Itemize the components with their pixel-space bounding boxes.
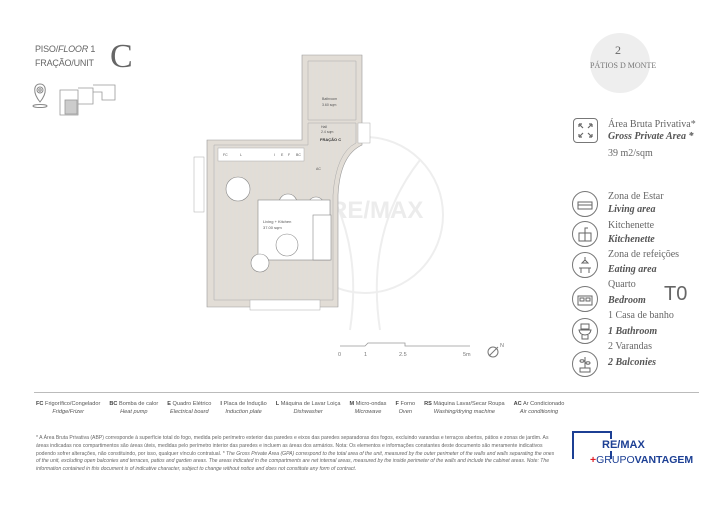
fixture-e: E <box>281 153 284 157</box>
bathroom-label: Bathroom <box>322 97 337 101</box>
dining-icon <box>572 252 598 278</box>
fixture-ac: AC <box>316 167 321 171</box>
bathroom-room <box>307 60 357 121</box>
expand-arrows-icon <box>573 118 598 143</box>
agency-group: +GRUPOVANTAGEM <box>590 454 694 466</box>
toilet-icon <box>572 318 598 344</box>
fixture-f: F <box>288 153 290 157</box>
feature-pt: Zona de refeições <box>608 249 680 260</box>
balcony-bottom <box>249 299 321 311</box>
scale-tick: 5m <box>463 352 471 358</box>
fixture-i: I <box>274 153 275 157</box>
unit-tag: FRAÇÃO C <box>320 137 341 142</box>
location-pin-icon <box>32 83 48 108</box>
balcony-left <box>193 156 205 213</box>
floor-label: PISO/FLOOR 1 <box>35 44 96 54</box>
scale-tick: 0 <box>338 352 341 358</box>
divider <box>34 392 699 393</box>
kitchen-icon <box>572 221 598 247</box>
feature-pt: 1 Casa de banho <box>608 310 674 321</box>
living-label: Living + Kitchen <box>263 219 291 224</box>
feature-en: 2 Balconies <box>608 357 657 368</box>
feature-en: Eating area <box>608 264 657 275</box>
living-area: 37.00 sqm <box>263 225 282 230</box>
scale-tick: 2.5 <box>399 352 407 358</box>
footnote: * A Área Bruta Privativa (ABP) correspon… <box>36 435 555 473</box>
brand-logo: 2 PÁTIOS D MONTE <box>590 33 656 93</box>
feature-en: Kitchenette <box>608 234 655 245</box>
feature-pt: 2 Varandas <box>608 341 652 352</box>
feature-pt: Kitchenette <box>608 220 655 231</box>
scale-tick: 1 <box>364 352 367 358</box>
brand-emblem: 2 <box>615 43 621 57</box>
plant-icon <box>572 351 598 377</box>
bed-icon <box>572 286 598 312</box>
hall-area: 2.4 sqm <box>321 130 334 134</box>
sofa-icon <box>572 191 598 217</box>
floor-plan: Living + Kitchen 37.00 sqm Bathroom 3.60… <box>193 54 371 311</box>
location-key-plan <box>32 83 116 116</box>
kitchen-counter <box>217 147 305 162</box>
typology: T0 <box>664 283 688 305</box>
fixture-l: L <box>240 153 242 157</box>
watermark-text: RE/MAX <box>330 197 423 224</box>
fixture-fc: FC <box>223 153 228 157</box>
north-arrow-icon <box>487 346 499 358</box>
area-value: 39 m2/sqm <box>608 148 653 159</box>
feature-pt: Quarto <box>608 279 636 290</box>
feature-en: 1 Bathroom <box>608 326 658 337</box>
area-label-en: Gross Private Area * <box>608 131 694 142</box>
area-label-pt: Área Bruta Privativa* <box>608 119 696 130</box>
unit-letter: C <box>110 38 133 75</box>
watermark-balloon: RE/MAX <box>286 136 444 331</box>
north-label: N <box>500 343 504 349</box>
unit-label: FRAÇÃO/UNIT <box>35 58 94 68</box>
feature-en: Living area <box>608 204 656 215</box>
scale-bar: 0 1 2.5 5m N <box>338 342 504 358</box>
hall-label: Hall <box>321 125 327 129</box>
fixture-bc: BC <box>296 153 301 157</box>
feature-en: Bedroom <box>608 295 646 306</box>
furniture <box>225 176 332 273</box>
feature-pt: Zona de Estar <box>608 191 664 202</box>
brand-name: PÁTIOS D MONTE <box>590 60 656 70</box>
bathroom-area: 3.60 sqm <box>322 103 336 107</box>
key-plan-icon <box>59 84 116 116</box>
agency-name: RE/MAX <box>600 439 645 451</box>
